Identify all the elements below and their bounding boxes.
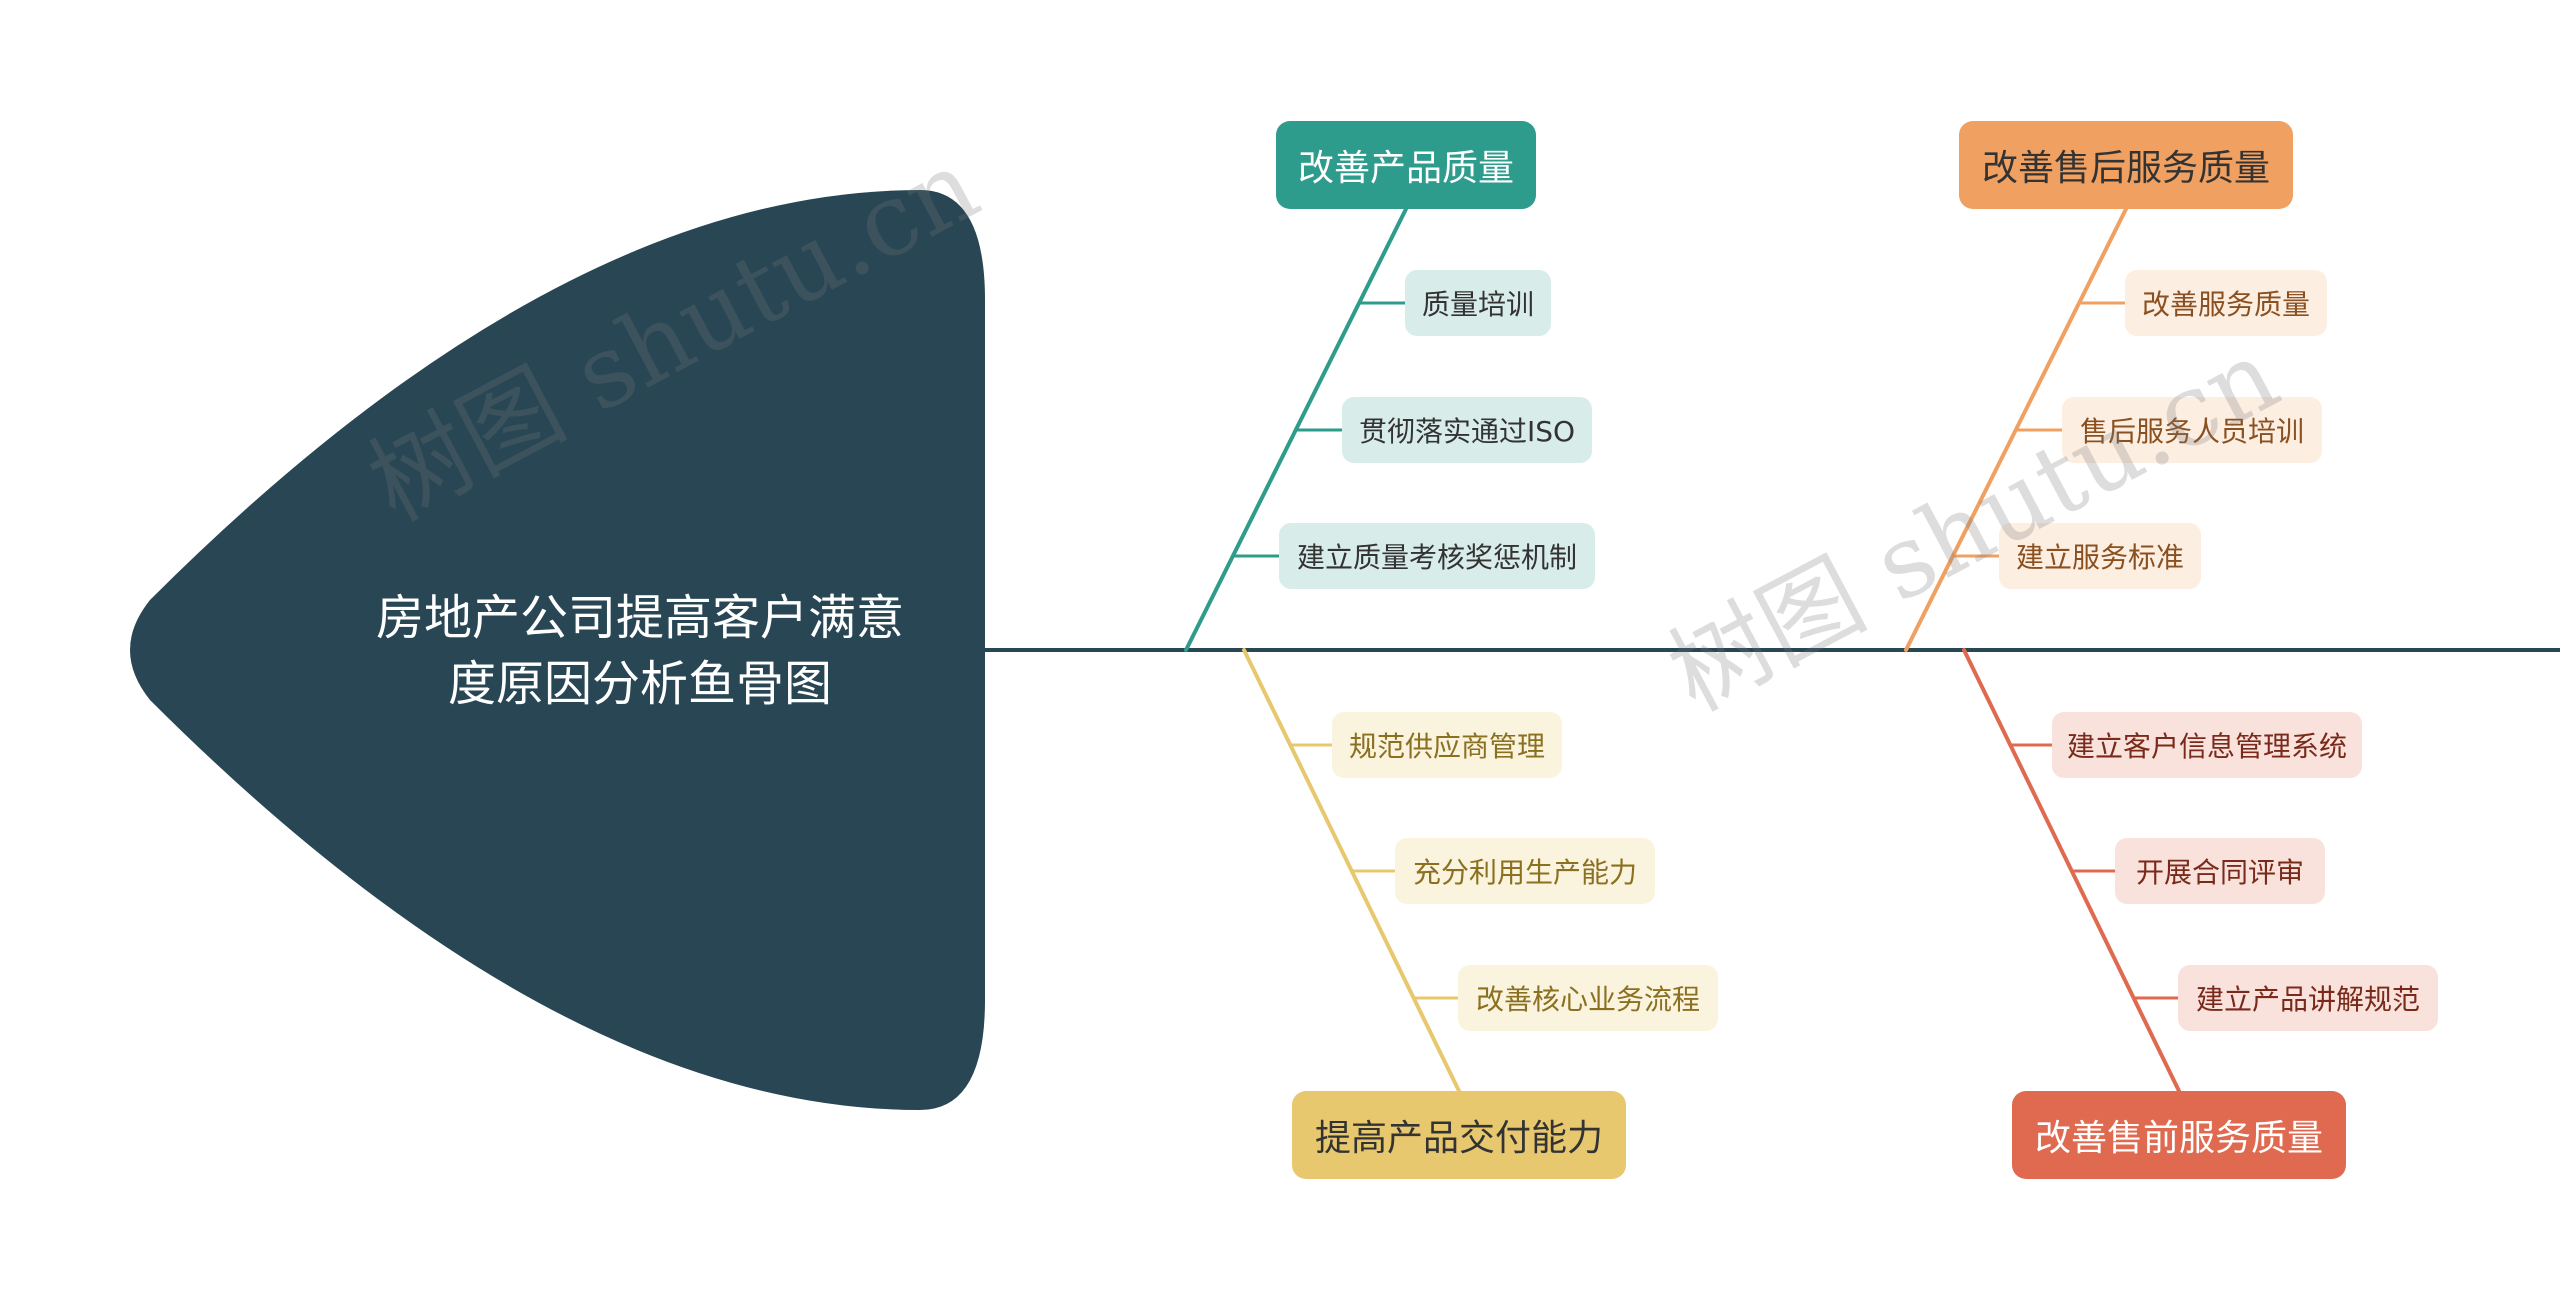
cause-improve-service-quality[interactable]: 改善服务质量 — [2125, 270, 2327, 336]
cause-label: 质量培训 — [1421, 288, 1534, 321]
category-label: 改善产品质量 — [1297, 148, 1514, 189]
fish-head-shape — [130, 190, 985, 1110]
category-improve-after-sales-service[interactable]: 改善售后服务质量 — [1959, 121, 2293, 209]
cause-contract-review[interactable]: 开展合同评审 — [2115, 838, 2325, 904]
category-improve-product-quality[interactable]: 改善产品质量 — [1276, 121, 1536, 209]
cause-improve-core-business-process[interactable]: 改善核心业务流程 — [1458, 965, 1718, 1031]
cause-after-sales-staff-training[interactable]: 售后服务人员培训 — [2062, 397, 2322, 463]
category-label: 改善售前服务质量 — [2034, 1118, 2323, 1159]
cause-label: 改善核心业务流程 — [1475, 983, 1700, 1016]
cause-label: 规范供应商管理 — [1348, 730, 1545, 763]
fishbone-head-title: 房地产公司提高客户满意 度原因分析鱼骨图 — [300, 585, 980, 717]
cause-utilize-production-capacity[interactable]: 充分利用生产能力 — [1395, 838, 1655, 904]
category-improve-pre-sales-service[interactable]: 改善售前服务质量 — [2012, 1091, 2346, 1179]
cause-label: 建立服务标准 — [2015, 541, 2184, 574]
category-improve-delivery-capability[interactable]: 提高产品交付能力 — [1292, 1091, 1626, 1179]
head-title-line-1: 房地产公司提高客户满意 — [375, 590, 904, 646]
category-label: 改善售后服务质量 — [1981, 148, 2270, 189]
cause-label: 建立质量考核奖惩机制 — [1296, 541, 1577, 574]
cause-product-explanation-standard[interactable]: 建立产品讲解规范 — [2178, 965, 2438, 1031]
cause-establish-service-standard[interactable]: 建立服务标准 — [1999, 523, 2201, 589]
cause-label: 贯彻落实通过ISO — [1358, 415, 1576, 448]
head-title-line-2: 度原因分析鱼骨图 — [447, 656, 832, 712]
cause-implement-iso[interactable]: 贯彻落实通过ISO — [1342, 397, 1592, 463]
cause-quality-training[interactable]: 质量培训 — [1405, 270, 1551, 336]
cause-label: 开展合同评审 — [2135, 856, 2304, 889]
cause-label: 建立产品讲解规范 — [2195, 983, 2420, 1016]
cause-customer-info-management-system[interactable]: 建立客户信息管理系统 — [2052, 712, 2362, 778]
cause-quality-reward-mechanism[interactable]: 建立质量考核奖惩机制 — [1279, 523, 1595, 589]
cause-label: 充分利用生产能力 — [1412, 856, 1637, 889]
category-label: 提高产品交付能力 — [1314, 1118, 1603, 1159]
cause-label: 售后服务人员培训 — [2079, 415, 2304, 448]
cause-label: 改善服务质量 — [2141, 288, 2310, 321]
cause-standardize-supplier-management[interactable]: 规范供应商管理 — [1332, 712, 1562, 778]
cause-label: 建立客户信息管理系统 — [2067, 730, 2348, 763]
